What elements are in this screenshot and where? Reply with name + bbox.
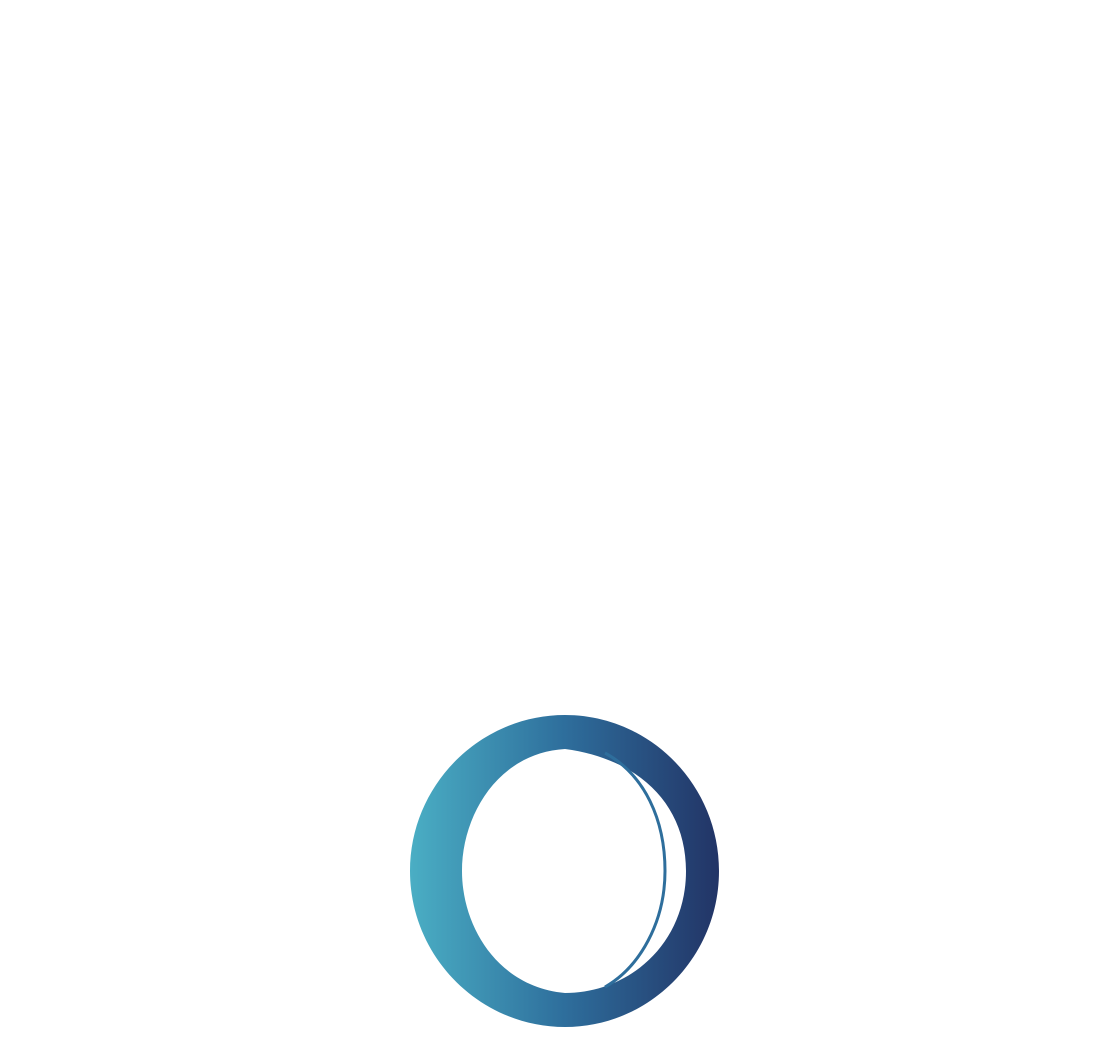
inner-crescent: [604, 751, 667, 989]
ring-logo-icon: [400, 705, 730, 1037]
ring-outer: [410, 715, 719, 1027]
